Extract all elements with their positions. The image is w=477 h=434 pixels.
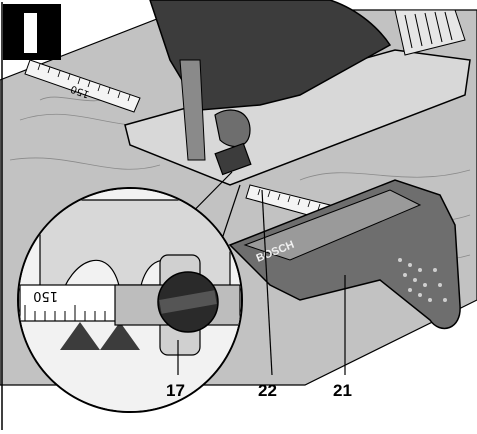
guide-ruler-top	[24, 59, 141, 113]
grip-rib-lines	[404, 11, 453, 49]
jigsaw-body	[149, 0, 392, 111]
parallel-guide	[228, 179, 461, 330]
callout-22: 22	[258, 381, 277, 400]
step-badge-glyph	[24, 13, 37, 53]
callout-17: 17	[166, 381, 185, 400]
parallel-guide-top-face	[243, 189, 422, 261]
zoom-detail	[19, 189, 241, 411]
callout-21: 21	[333, 381, 352, 400]
guide-clamp	[214, 142, 252, 176]
guide-grip-dots	[398, 258, 447, 302]
leader-22	[261, 189, 273, 376]
scale-label-zoom: 150	[33, 288, 58, 303]
step-badge	[3, 4, 61, 60]
jigsaw-base-plate	[124, 49, 471, 186]
blade-guide-roller	[214, 109, 251, 148]
saw-blade	[179, 59, 206, 161]
